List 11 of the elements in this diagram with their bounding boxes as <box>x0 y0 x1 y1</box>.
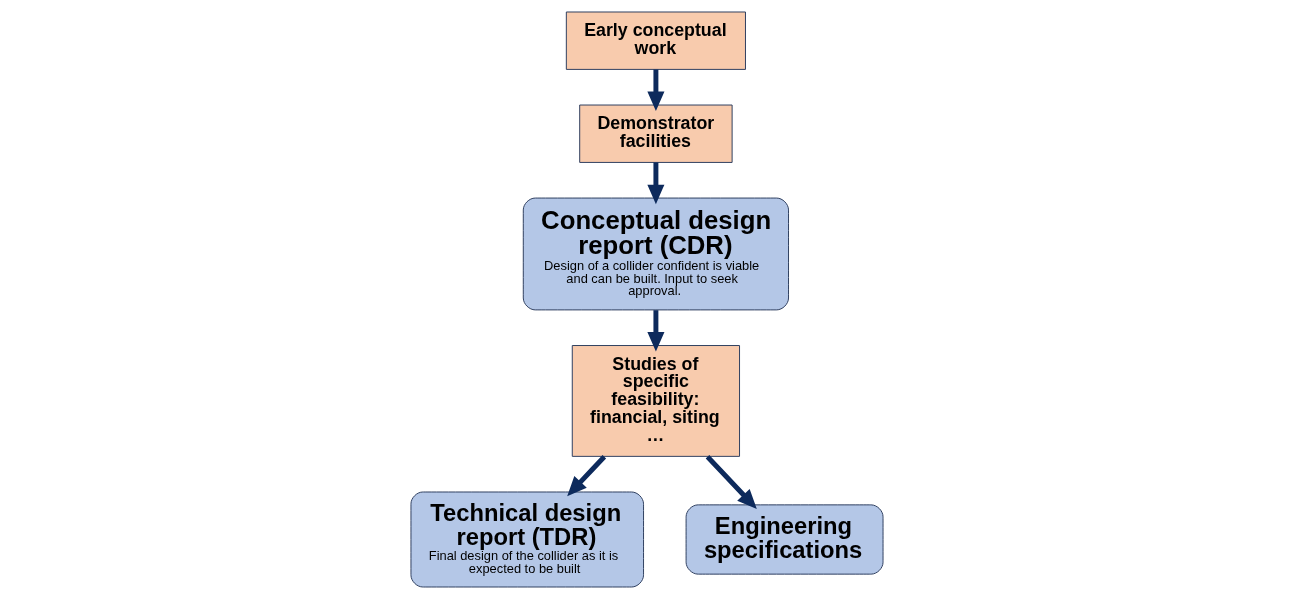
arrow <box>647 69 665 111</box>
arrow <box>647 310 665 352</box>
node-box: Early conceptual work <box>565 11 746 70</box>
node-box: Studies of specific feasibility: financial, siting … <box>571 345 741 457</box>
node-box: Engineering specifications <box>685 504 884 575</box>
arrow <box>567 455 607 497</box>
node-box: Technical design report (TDR) Final design of the collider as it is expected to be built <box>410 491 645 588</box>
arrow <box>647 162 665 205</box>
node-box: Demonstrator facilities <box>579 104 733 163</box>
arrow <box>705 455 757 510</box>
node-box: Conceptual design report (CDR) Design of a collider confident is viable and can be built. Input to seek approval. <box>522 197 790 311</box>
